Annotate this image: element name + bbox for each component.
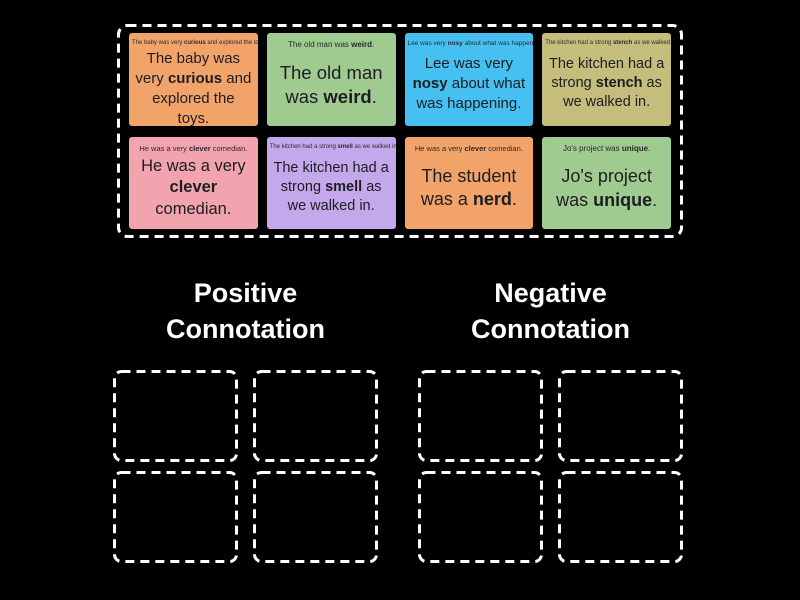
group-heading: Positive Connotation — [166, 278, 325, 344]
sortable-card[interactable]: The baby was very curious and explored t… — [129, 33, 258, 126]
card-pool: The baby was very curious and explored t… — [117, 24, 683, 238]
drop-slot[interactable] — [253, 471, 378, 563]
card-sentence: Lee was very nosy about what was happeni… — [412, 55, 526, 113]
drop-slot[interactable] — [558, 471, 683, 563]
card-sentence: The old man was weird. — [279, 61, 383, 108]
card-caption: The kitchen had a strong smell as we wal… — [269, 143, 396, 150]
drop-slot[interactable] — [558, 370, 683, 462]
drop-slot[interactable] — [113, 471, 238, 563]
drop-slot[interactable] — [418, 370, 543, 462]
card-caption: The kitchen had a strong stench as we wa… — [545, 40, 671, 46]
card-caption: He was a very clever comedian. — [414, 143, 523, 153]
sortable-card[interactable]: He was a very clever comedian. He was a … — [129, 136, 258, 229]
card-sentence: The student was a nerd. — [420, 165, 517, 210]
card-caption: Jo's project was unique. — [562, 143, 651, 153]
card-caption: The baby was very curious and explored t… — [132, 40, 258, 46]
card-caption: He was a very clever comedian. — [139, 143, 248, 153]
drop-slot[interactable] — [418, 471, 543, 563]
card-sentence: The kitchen had a strong stench as we wa… — [548, 56, 665, 111]
sortable-card[interactable]: The kitchen had a strong stench as we wa… — [542, 33, 671, 126]
sortable-card[interactable]: He was a very clever comedian. The stude… — [404, 136, 534, 229]
drop-slot[interactable] — [113, 370, 238, 462]
drop-slot[interactable] — [253, 370, 378, 462]
card-caption: The old man was weird. — [287, 40, 375, 49]
sortable-card[interactable]: Lee was very nosy about what was happeni… — [404, 33, 534, 126]
card-sentence: The baby was very curious and explored t… — [135, 50, 252, 126]
group-negative-connotation: Negative Connotation — [418, 276, 683, 563]
card-pool-grid: The baby was very curious and explored t… — [129, 33, 671, 229]
slot-grid — [418, 370, 683, 563]
group-heading: Negative Connotation — [471, 278, 630, 344]
group-positive-connotation: Positive Connotation — [113, 276, 378, 563]
sortable-card[interactable]: Jo's project was unique. Jo's project wa… — [542, 136, 671, 229]
card-sentence: Jo's project was unique. — [556, 165, 658, 210]
card-sentence: He was a very clever comedian. — [141, 156, 246, 219]
sortable-card[interactable]: The old man was weird. The old man was w… — [266, 33, 396, 126]
sortable-card[interactable]: The kitchen had a strong smell as we wal… — [266, 136, 396, 229]
card-caption: Lee was very nosy about what was happeni… — [407, 40, 534, 47]
card-sentence: The kitchen had a strong smell as we wal… — [273, 159, 389, 214]
slot-grid — [113, 370, 378, 563]
